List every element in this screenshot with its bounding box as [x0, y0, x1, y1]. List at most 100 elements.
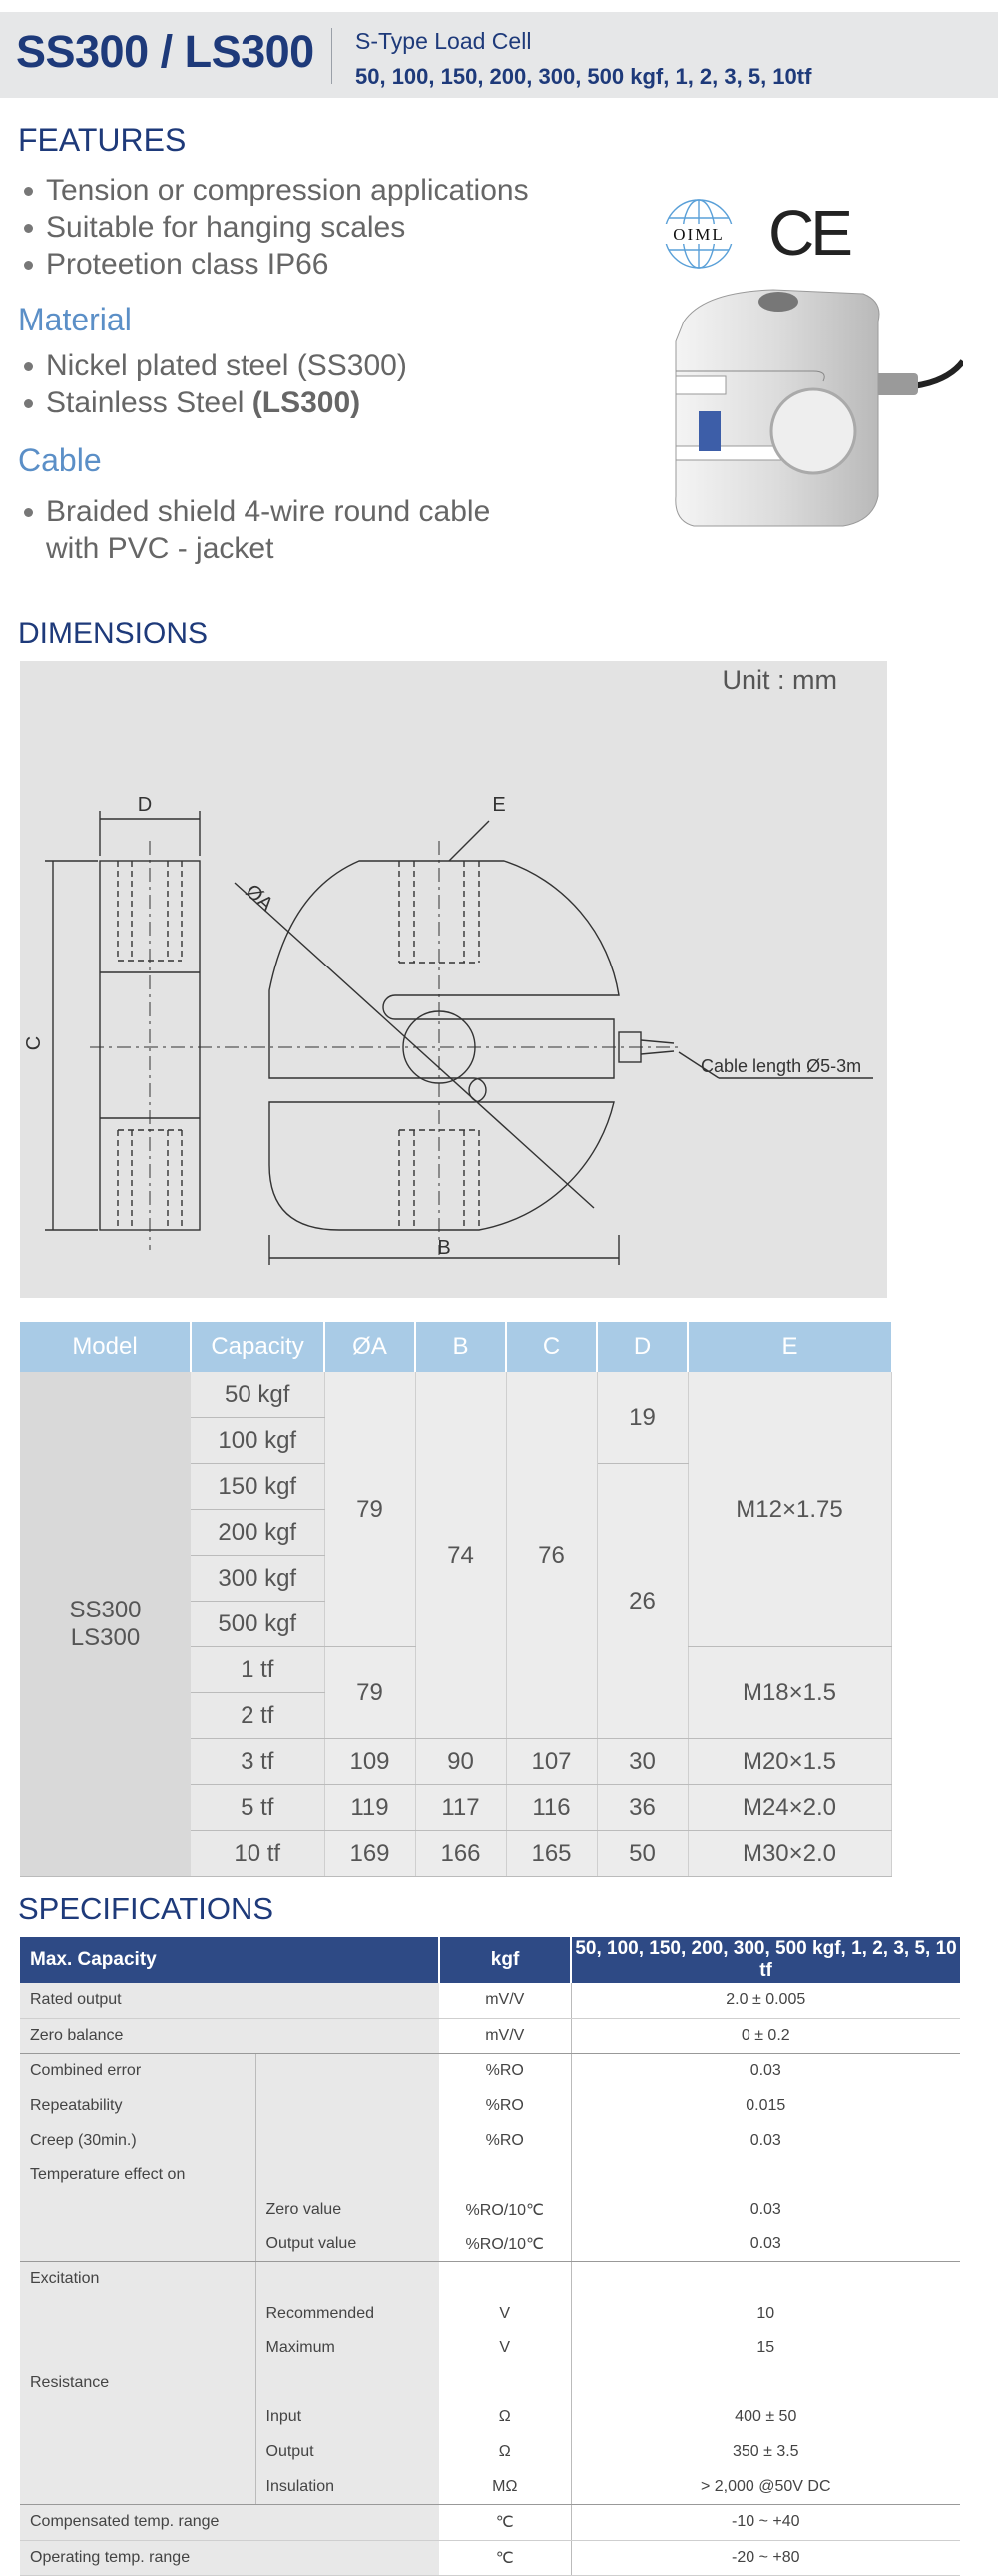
- table-row: 150 kgf 26: [20, 1463, 891, 1739]
- label-e: E: [492, 794, 505, 816]
- cell-a: 79: [324, 1372, 416, 1647]
- spec-sub: [254, 2157, 440, 2193]
- table-row: 100 kgf: [20, 1417, 891, 1464]
- spec-value: 0.03: [570, 2227, 961, 2262]
- spec-unit: %RO: [485, 2097, 524, 2115]
- cell-d: 26: [597, 1463, 689, 1739]
- spec-value: 0.03: [570, 2192, 961, 2228]
- label-b: B: [437, 1237, 450, 1259]
- col-header: D: [597, 1322, 689, 1372]
- spec-value: 0 ± 0.2: [570, 2018, 961, 2055]
- col-header: Model: [20, 1322, 192, 1372]
- header-capacity-range: 50, 100, 150, 200, 300, 500 kgf, 1, 2, 3…: [355, 64, 812, 89]
- spec-unit: V: [499, 2339, 511, 2357]
- spec-header-unit: kgf: [439, 1937, 573, 1983]
- dimensions-title: DIMENSIONS: [18, 617, 209, 650]
- spec-sub: Input: [254, 2400, 440, 2435]
- spec-row: Creep (30min.) %RO 0.03: [20, 2123, 961, 2158]
- spec-unit: [439, 2158, 571, 2193]
- product-photo: [675, 289, 963, 527]
- col-header: Capacity: [191, 1322, 325, 1372]
- cable-line-2: with PVC - jacket: [46, 532, 274, 565]
- spec-value: 0.015: [570, 2088, 961, 2124]
- spec-param: [20, 2227, 255, 2262]
- spec-param: Operating temp. range: [20, 2540, 440, 2576]
- cell-a: 109: [324, 1738, 416, 1785]
- spec-unit: mV/V: [439, 1983, 572, 2019]
- specifications-table: Max. Capacity kgf 50, 100, 150, 200, 300…: [20, 1937, 961, 2576]
- cell-e: M18×1.5: [688, 1646, 892, 1739]
- col-header: C: [506, 1322, 598, 1372]
- capacity-cell: 5 tf: [191, 1784, 325, 1831]
- feature-item: Suitable for hanging scales: [20, 209, 529, 246]
- table-row: 3 tf 109 90 107 30 M20×1.5: [20, 1738, 892, 1785]
- capacity-cell: 200 kgf: [191, 1509, 325, 1556]
- cell-a: 79: [324, 1646, 416, 1739]
- material-item: Stainless Steel (LS300): [20, 384, 407, 421]
- capacity-cell: 100 kgf: [191, 1417, 325, 1464]
- spec-row: Temperature effect on: [20, 2157, 961, 2193]
- label-c: C: [23, 1036, 45, 1050]
- spec-value: 2.0 ± 0.005: [570, 1983, 961, 2019]
- spec-header-row: Max. Capacity kgf 50, 100, 150, 200, 300…: [20, 1937, 961, 1983]
- oiml-logo: OIML: [661, 199, 737, 269]
- spec-param: [20, 2434, 255, 2470]
- spec-param: Creep (30min.): [20, 2123, 255, 2158]
- spec-row: Operating temp. range ℃ -20 ~ +80: [20, 2540, 961, 2576]
- spec-row: Zero balance mV/V 0 ± 0.2: [20, 2018, 961, 2055]
- spec-unit: [439, 2261, 571, 2296]
- front-view-body: [268, 860, 620, 1231]
- model-name: LS300: [70, 1623, 141, 1651]
- spec-header-value: 50, 100, 150, 200, 300, 500 kgf, 1, 2, 3…: [571, 1937, 961, 1983]
- spec-param: Zero balance: [20, 2018, 440, 2055]
- spec-value: 10: [570, 2296, 961, 2331]
- table-row: 300 kgf: [20, 1555, 891, 1602]
- spec-unit: %RO: [485, 2131, 524, 2149]
- spec-param: Rated output: [20, 1983, 440, 2019]
- capacity-cell: 3 tf: [191, 1738, 325, 1785]
- capacity-cell: 300 kgf: [191, 1555, 325, 1602]
- capacity-cell: 500 kgf: [191, 1601, 325, 1647]
- spec-value: 350 ± 3.5: [570, 2434, 961, 2470]
- material-item-bold: (LS300): [251, 386, 361, 419]
- material-item-text: Stainless Steel: [46, 386, 252, 419]
- spec-unit: Ω: [498, 2408, 511, 2426]
- spec-unit: ℃: [439, 2504, 572, 2541]
- spec-sub: Recommended: [254, 2296, 440, 2331]
- spec-row: Repeatability %RO 0.015: [20, 2088, 961, 2124]
- spec-row: Excitation: [20, 2261, 961, 2297]
- cell-d: 50: [597, 1830, 689, 1877]
- table-row: 2 tf: [20, 1692, 891, 1739]
- spec-row: Recommended V 10: [20, 2296, 961, 2331]
- capacity-cell: 150 kgf: [191, 1463, 325, 1510]
- table-row: 200 kgf: [20, 1509, 891, 1556]
- spec-param: [20, 2192, 255, 2228]
- oiml-logo-text: OIML: [673, 225, 724, 244]
- feature-item: Proteetion class IP66: [20, 246, 529, 283]
- model-title: SS300 / LS300: [16, 26, 314, 77]
- spec-value: -10 ~ +40: [570, 2504, 961, 2541]
- spec-param: Repeatability: [20, 2088, 255, 2124]
- spec-param: Temperature effect on: [20, 2157, 255, 2193]
- cell-c: 165: [506, 1830, 598, 1877]
- spec-sub: [254, 2053, 440, 2089]
- spec-sub: [254, 2088, 440, 2124]
- cell-e: M12×1.75: [688, 1372, 892, 1647]
- spec-param: Combined error: [20, 2053, 255, 2089]
- spec-unit: ℃: [439, 2540, 572, 2576]
- specifications-title: SPECIFICATIONS: [18, 1891, 274, 1926]
- cell-e: M20×1.5: [688, 1738, 892, 1785]
- cell-d: 30: [597, 1738, 689, 1785]
- spec-unit: %RO/10℃: [465, 2201, 544, 2219]
- spec-param: [20, 2330, 255, 2366]
- cable-title: Cable: [18, 442, 102, 478]
- material-list: Nickel plated steel (SS300) Stainless St…: [20, 347, 407, 421]
- col-header: ØA: [324, 1322, 416, 1372]
- spec-row: Rated output mV/V 2.0 ± 0.005: [20, 1983, 961, 2019]
- spec-param: Resistance: [20, 2365, 255, 2401]
- dimension-table-header: Model Capacity ØA B C D E: [20, 1322, 891, 1372]
- spec-unit: %RO: [485, 2062, 524, 2080]
